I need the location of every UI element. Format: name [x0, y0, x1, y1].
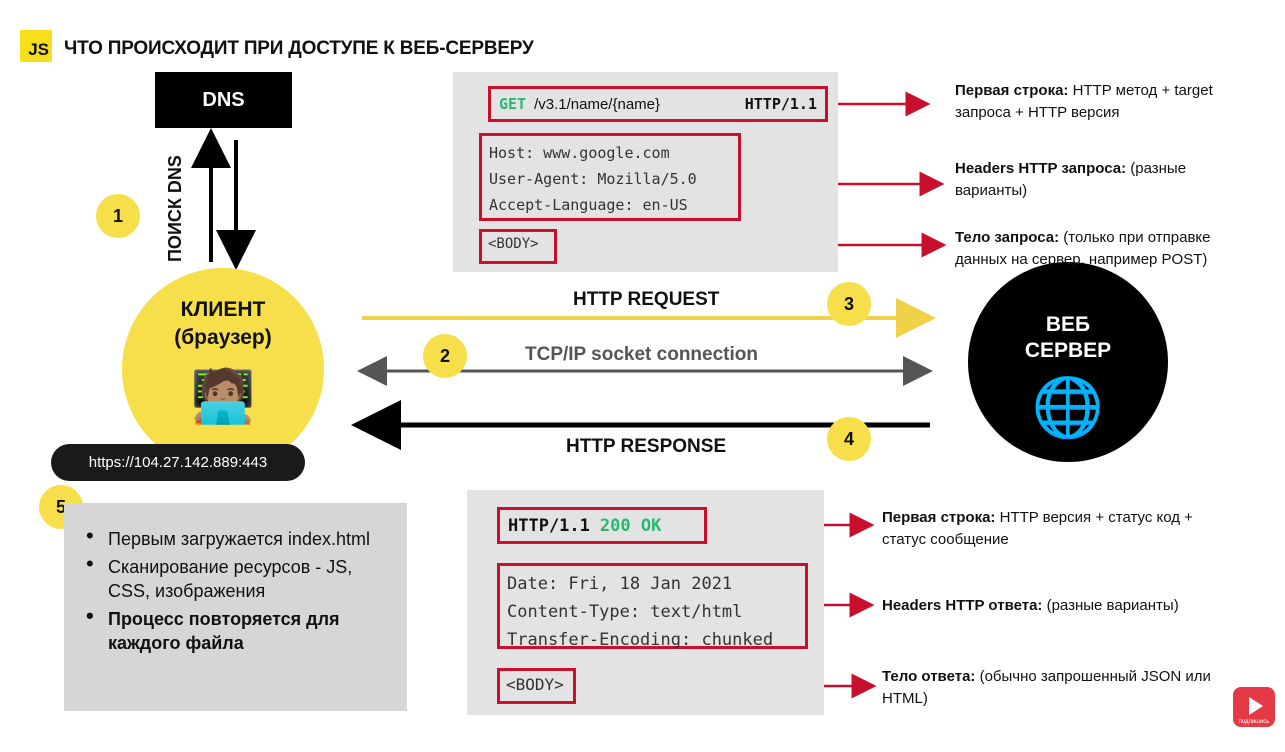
client-url-text: https://104.27.142.889:443 [88, 454, 268, 471]
note-bold: Headers HTTP ответа: [882, 597, 1043, 614]
response-status: 200 OK [599, 515, 662, 536]
laptop-user-icon: 🧑🏽‍💻 [190, 368, 256, 426]
globe-icon: 🌐 [1031, 375, 1105, 440]
response-header-line: Content-Type: text/html [507, 602, 743, 622]
note-text: HTTP метод + target запроса + HTTP верси… [955, 82, 1213, 121]
client-title: КЛИЕНТ [180, 298, 266, 321]
note-bold: Тело ответа: [882, 668, 976, 685]
dns-label: DNS [202, 88, 245, 111]
play-icon [1249, 697, 1263, 715]
request-header-line: Host: www.google.com [489, 144, 670, 162]
subscribe-label: подпишись [1238, 719, 1270, 725]
note-text: (разные варианты) [1042, 597, 1179, 614]
request-version: HTTP/1.1 [744, 95, 817, 113]
step-3-badge: 3 [827, 282, 871, 326]
request-target: /v3.1/name/{name} [534, 95, 661, 113]
server-label: ВЕБ СЕРВЕР [968, 312, 1168, 364]
server-circle [968, 262, 1168, 462]
client-label: КЛИЕНТ (браузер) [122, 296, 324, 352]
note-response-first-line: Первая строка: HTTP версия + статус код … [882, 507, 1232, 551]
request-first-line: GET /v3.1/name/{name} HTTP/1.1 [488, 86, 828, 122]
process-item: Первым загружается index.html [84, 524, 394, 551]
request-method: GET [499, 95, 527, 113]
step-4-badge: 4 [827, 417, 871, 461]
response-header-line: Date: Fri, 18 Jan 2021 [507, 574, 733, 594]
request-body: <BODY> [479, 229, 557, 264]
note-response-headers: Headers HTTP ответа: (разные варианты) [882, 595, 1242, 617]
response-version: HTTP/1.1 [508, 515, 590, 536]
http-request-label: HTTP REQUEST [573, 289, 720, 310]
note-bold: Тело запроса: [955, 229, 1060, 246]
note-request-body: Тело запроса: (только при отправке данны… [955, 227, 1255, 271]
response-panel [467, 490, 824, 715]
response-body: <BODY> [497, 668, 576, 704]
page-title: ЧТО ПРОИСХОДИТ ПРИ ДОСТУПЕ К ВЕБ-СЕРВЕРУ [64, 38, 534, 59]
response-first-line: HTTP/1.1 200 OK [497, 507, 707, 544]
note-bold: Headers HTTP запроса: [955, 160, 1127, 177]
process-item: Процесс повторяется для каждого файла [84, 604, 394, 655]
note-bold: Первая строка: [882, 509, 996, 526]
client-circle [122, 268, 324, 470]
note-response-body: Тело ответа: (обычно запрошенный JSON ил… [882, 666, 1232, 710]
note-request-first-line: Первая строка: HTTP метод + target запро… [955, 80, 1255, 124]
note-bold: Первая строка: [955, 82, 1069, 99]
note-text: (разные варианты) [955, 160, 1187, 199]
server-title-1: ВЕБ [1045, 313, 1091, 336]
subscribe-button[interactable]: подпишись [1233, 687, 1275, 727]
note-text: (обычно запрошенный JSON или HTML) [882, 668, 1211, 707]
request-panel [453, 72, 838, 272]
request-header-line: Accept-Language: en-US [489, 196, 688, 214]
client-url: https://104.27.142.889:443 [51, 444, 305, 481]
request-header-line: User-Agent: Mozilla/5.0 [489, 170, 697, 188]
server-title-2: СЕРВЕР [1024, 339, 1112, 362]
step-1-badge: 1 [96, 194, 140, 238]
js-logo: JS [20, 30, 52, 62]
process-list: Первым загружается index.html Сканирован… [84, 524, 394, 659]
client-subtitle: (браузер) [174, 326, 272, 349]
response-headers: Date: Fri, 18 Jan 2021 Content-Type: tex… [497, 563, 808, 650]
http-response-label: HTTP RESPONSE [566, 436, 727, 457]
note-text: (только при отправке данных на сервер, н… [955, 229, 1211, 268]
note-text: HTTP версия + статус код + статус сообще… [882, 509, 1193, 548]
tcp-label: TCP/IP socket connection [525, 344, 758, 365]
process-item: Сканирование ресурсов - JS, CSS, изображ… [84, 552, 394, 603]
response-header-line: Transfer-Encoding: chunked [507, 630, 774, 650]
request-headers: Host: www.google.com User-Agent: Mozilla… [479, 133, 741, 221]
dns-box: DNS [155, 72, 292, 128]
note-request-headers: Headers HTTP запроса: (разные варианты) [955, 158, 1255, 202]
step-2-badge: 2 [423, 334, 467, 378]
